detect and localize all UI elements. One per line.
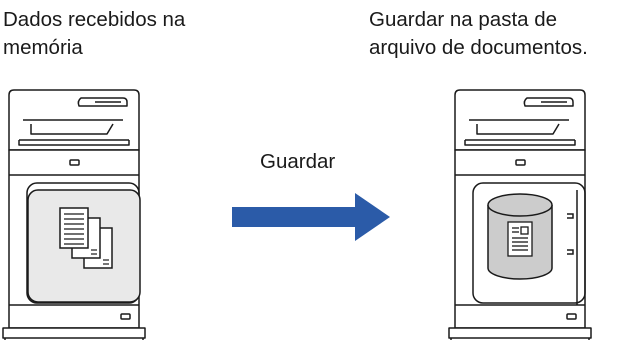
destination-printer-icon — [448, 89, 592, 340]
source-caption: Dados recebidos na memória — [3, 8, 186, 59]
destination-caption: Guardar na pasta de arquivo de documento… — [369, 8, 588, 59]
arrow-right-icon — [232, 193, 390, 241]
documents-stack-icon — [59, 207, 113, 269]
document-icon — [507, 221, 533, 257]
action-label: Guardar — [260, 150, 336, 173]
source-printer-icon — [2, 89, 146, 340]
